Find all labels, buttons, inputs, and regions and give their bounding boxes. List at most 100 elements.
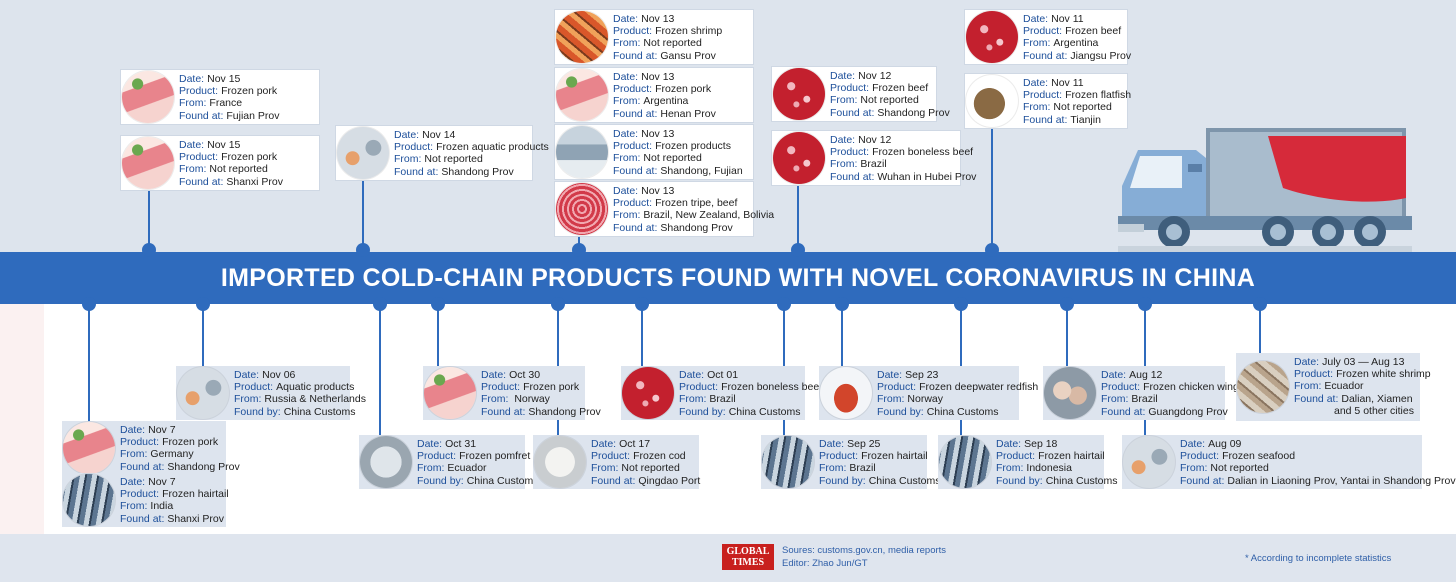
from-label: From: [179,97,207,110]
timeline-dot [791,243,805,257]
entry-product: Frozen boneless beef [721,381,823,394]
connector-line [797,180,799,250]
entry-location: Tianjin [1070,113,1101,126]
aquatic-products-icon [177,367,229,419]
date-label: Date: [679,369,705,381]
entry-origin: France [209,97,243,110]
entry-card-bottom: Date:Nov 06 Product:Aquatic products Fro… [176,366,366,420]
hairtail-fish-icon [762,436,814,488]
entry-date: Nov 13 [641,128,675,140]
entry-card-bottom: Date:Oct 01 Product:Frozen boneless beef… [621,366,822,420]
entry-location: Shanxi Prov [167,512,224,525]
entry-origin: Russia & Netherlands [264,393,366,406]
entry-location: Shandong Prov [441,165,514,178]
sources-text: Soures: customs.gov.cn, media reports [782,545,947,556]
entry-origin: India [150,500,174,513]
from-label: From: [234,393,262,406]
entry-origin: Brazil [709,393,736,406]
entry-date: Nov 7 [148,424,176,436]
entry-date: Nov 15 [207,73,241,85]
found-label: Found by: [234,405,281,418]
date-label: Date: [996,438,1022,450]
connector-line [88,306,90,424]
connector-line [578,230,580,250]
pork-meat-icon [122,71,174,123]
date-label: Date: [591,438,617,450]
found-label: Found by: [819,474,866,487]
timeline-dot [1138,297,1152,311]
from-label: From: [996,462,1024,475]
entry-card-bottom: Date:Oct 30 Product:Frozen pork From: No… [423,366,601,420]
entry-origin: Ecuador [1324,380,1364,393]
entry-origin: Not reported [1053,101,1112,114]
found-at-label: Found at: [1023,113,1068,126]
entry-location: Dalian in Liaoning Prov, Yantai in Shand… [1227,474,1456,487]
timeline-dot [373,297,387,311]
product-label: Product: [179,85,219,98]
product-label: Product: [394,141,434,154]
from-label: From: [1023,37,1051,50]
found-label: Found at: [591,474,636,487]
entry-origin: Argentina [643,95,689,108]
from-label: From: [1023,101,1051,114]
product-label: Product: [120,488,160,501]
found-label: Found by: [996,474,1043,487]
entry-location: Guangdong Prov [1148,405,1228,418]
entry-date: Nov 11 [1051,77,1084,89]
entry-origin: Brazil [1131,393,1158,406]
entry-location: Shandong Prov [877,106,950,119]
from-label: From: [120,448,148,461]
from-label: From: [394,153,422,166]
timeline-dot [551,297,565,311]
entry-location: China Customs [283,405,356,418]
product-label: Product: [613,140,653,153]
entry-product: Frozen aquatic products [436,141,549,154]
entry-origin: Not reported [860,94,919,107]
connector-line [437,306,439,368]
entry-location: Dalian, Xiamen [1341,392,1413,405]
found-label: Found at: [120,460,165,473]
entry-date: Aug 12 [1129,369,1163,381]
entry-date: Aug 09 [1208,438,1242,450]
product-label: Product: [179,151,219,164]
connector-line [841,306,843,368]
entry-product: Frozen pork [523,381,580,394]
timeline-dot [572,243,586,257]
pomfret-fish-icon [360,436,412,488]
entry-product: Frozen pork [221,151,278,164]
entry-product: Frozen pomfret [459,450,531,463]
entry-date: Nov 14 [422,129,456,141]
entry-origin: Indonesia [1026,462,1072,475]
entry-origin: Brazil [860,158,887,171]
timeline-dot [431,297,445,311]
entry-origin: Not reported [424,153,483,166]
entry-product: Frozen deepwater redfish [919,381,1039,394]
date-label: Date: [1023,77,1049,89]
connector-line [641,306,643,368]
found-at-label: Found at: [613,164,658,177]
timeline-dot [142,243,156,257]
entry-card-bottom: Date:Nov 7 Product:Frozen pork From:Germ… [62,421,240,475]
entry-date: Nov 13 [641,185,675,197]
entry-product: Frozen pork [221,85,278,98]
entry-date: Nov 7 [148,476,176,488]
entry-card-bottom: Date:Aug 09 Product:Frozen seafood From:… [1122,435,1456,489]
beef-meat-icon [622,367,674,419]
entry-origin: Norway [907,393,944,406]
editor-text: Editor: Zhao Jun/GT [782,558,868,569]
tripe-beef-icon [556,183,608,235]
date-label: Date: [830,70,856,82]
from-label: From: [179,163,207,176]
entry-card-top: Date:Nov 15 Product:Frozen pork From:Not… [121,136,319,190]
date-label: Date: [179,73,205,85]
product-label: Product: [591,450,631,463]
entry-date: July 03 — Aug 13 [1322,356,1405,368]
date-label: Date: [1180,438,1206,450]
redfish-icon [820,367,872,419]
frozen-fish-icon [556,126,608,178]
timeline-dot [196,297,210,311]
entry-card-bottom: Date:July 03 — Aug 13 Product:Frozen whi… [1236,353,1431,421]
product-label: Product: [481,381,521,394]
entry-product: Frozen hairtail [162,488,229,501]
entry-product: Frozen pork [655,83,712,96]
